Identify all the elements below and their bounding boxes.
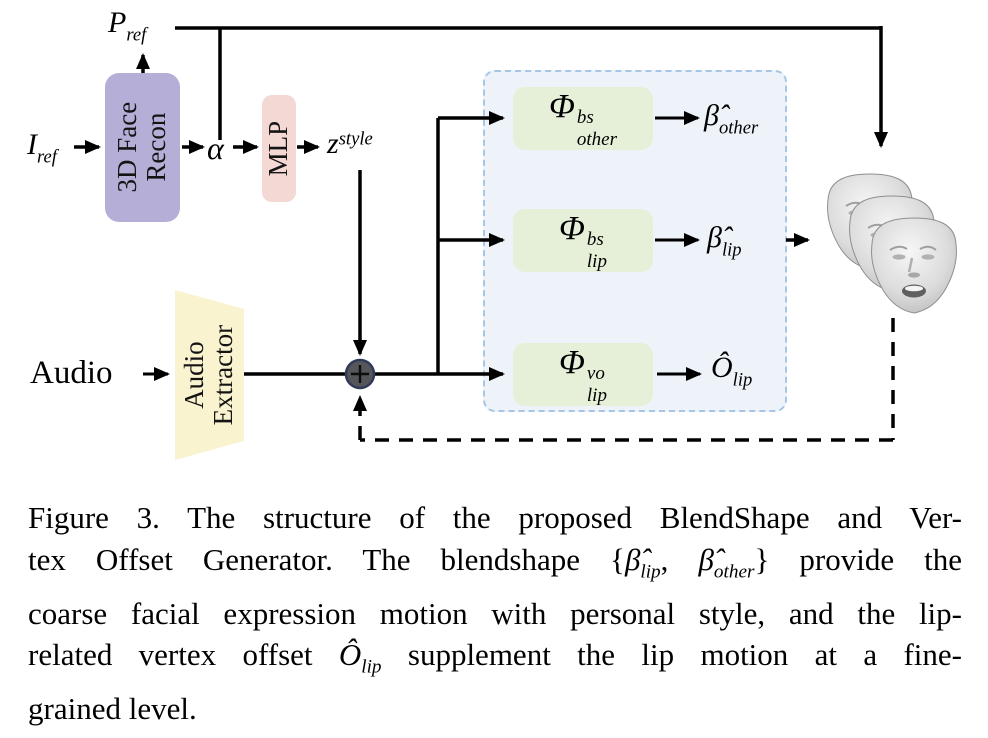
audio-label: Audio xyxy=(30,355,113,391)
caption-line-4: related vertex offset Ôlip supplement th… xyxy=(28,637,962,678)
o-lip-output: Ôlip xyxy=(711,351,753,391)
audio-extractor-box: Audio Extractor xyxy=(175,290,244,460)
caption-line-2: tex Offset Generator. The blendshape {β̂… xyxy=(28,541,963,583)
z-style-label: zstyle xyxy=(327,127,373,160)
p-ref-label: Pref xyxy=(108,6,147,46)
face-recon-box: 3D Face Recon xyxy=(105,73,180,222)
caption-line-5: grained level. xyxy=(28,691,197,727)
figure-caption: Figure 3. The structure of the proposed … xyxy=(28,497,962,730)
beta-other-output: β̂other xyxy=(704,99,759,139)
caption-line-1: Figure 3. The structure of the proposed … xyxy=(28,500,962,535)
plus-node xyxy=(344,358,376,390)
beta-lip-inline: β̂lip xyxy=(624,541,661,583)
face-recon-label: 3D Face Recon xyxy=(112,102,172,193)
o-lip-inline: Ôlip xyxy=(338,637,382,678)
audio-extractor-label: Audio Extractor xyxy=(179,324,239,426)
i-ref-label: Iref xyxy=(27,128,57,168)
mlp-box: MLP xyxy=(262,95,296,202)
face-mesh-back xyxy=(826,172,914,271)
face-mesh-front xyxy=(870,216,958,315)
beta-lip-output: β̂lip xyxy=(707,221,742,261)
caption-line-3: coarse facial expression motion with per… xyxy=(28,595,962,631)
mlp-label: MLP xyxy=(263,120,294,177)
face-mesh-middle xyxy=(848,194,936,293)
alpha-label: α xyxy=(207,130,224,166)
beta-other-inline: β̂other xyxy=(698,541,755,583)
